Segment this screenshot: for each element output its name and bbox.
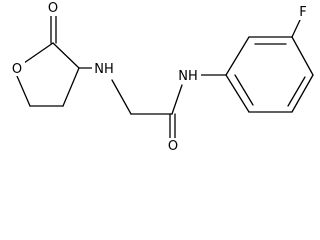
bond-c3-c4 [62,67,80,107]
lactone-ring [16,42,80,107]
bond-c-f [291,19,301,38]
amide-carbonyl-double-bond [169,113,176,139]
atom-labels: O O NH NH O F [9,0,310,154]
bond-c5-o1 [16,75,31,107]
lactone-carbonyl-oxygen-label: O [48,1,58,16]
ring-inner-bond-b [287,76,306,107]
bond-carbonyl-nh [171,84,183,115]
bond-nh-ch2 [111,79,132,115]
amide-nh-label: NH [178,69,198,84]
ring-inner-bond-c [234,74,254,106]
ring-oxygen-label: O [12,62,22,77]
bond-c2-c3 [52,42,80,69]
amine-nh-label: NH [94,62,114,77]
chemical-structure-diagram: O O NH NH O F [9,0,314,154]
benzene-ring [225,36,314,113]
ring-bond-1 [225,36,250,76]
bond-o1-c2 [23,42,54,64]
ring-bond-4 [291,74,314,113]
ring-bond-6 [225,74,250,113]
amide-oxygen-label: O [168,139,178,154]
lactone-carbonyl-double-bond [50,15,57,44]
fluorine-label: F [299,5,306,20]
ring-bond-3 [291,36,314,76]
